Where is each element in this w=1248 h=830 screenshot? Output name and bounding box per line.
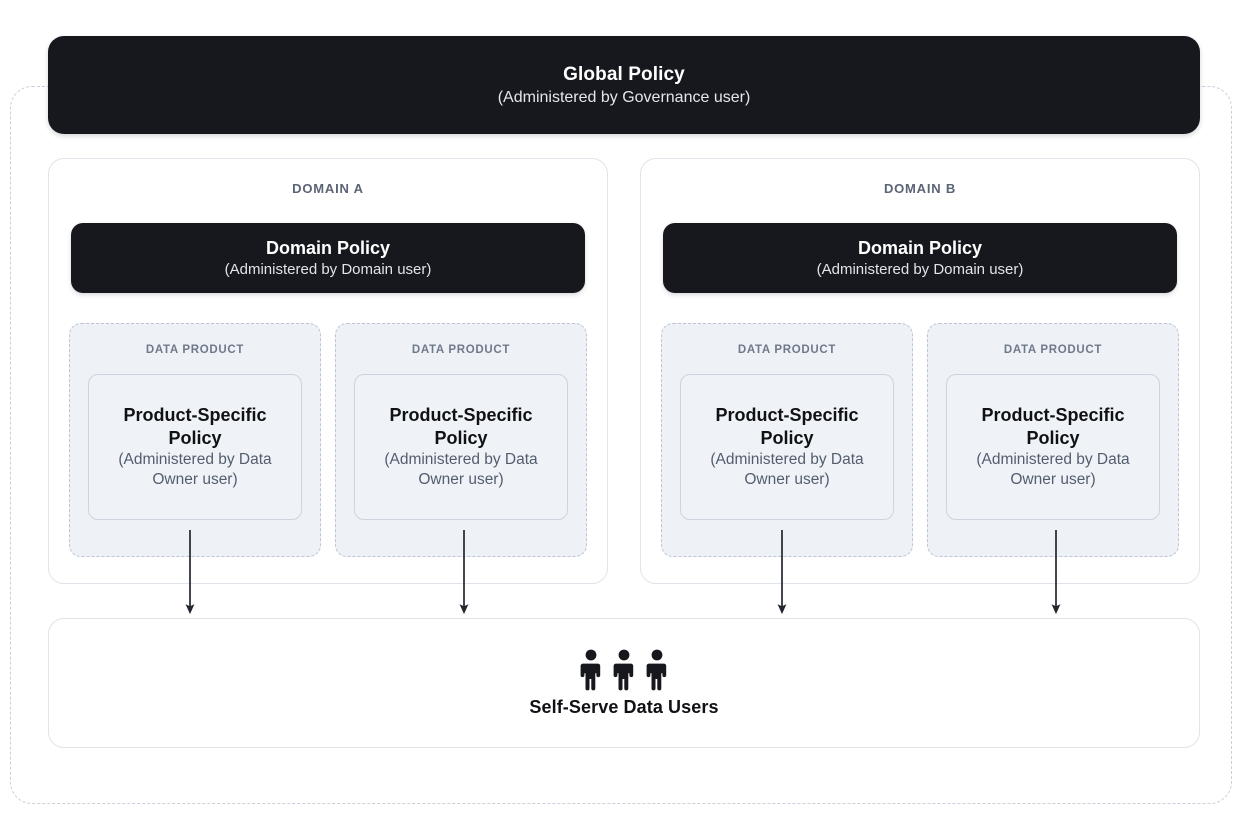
data-product-card: DATA PRODUCT Product-Specific Policy (Ad… (69, 323, 321, 557)
product-policy-title: Product-Specific Policy (715, 405, 859, 448)
product-specific-policy-card: Product-Specific Policy (Administered by… (680, 374, 894, 520)
global-policy-panel: Global Policy (Administered by Governanc… (48, 36, 1200, 134)
people-icon-group (579, 649, 669, 691)
domain-a-policy-subtitle: (Administered by Domain user) (224, 260, 432, 278)
domain-a-policy-panel: Domain Policy (Administered by Domain us… (71, 223, 585, 293)
product-specific-policy-card: Product-Specific Policy (Administered by… (354, 374, 568, 520)
domain-b-policy-title: Domain Policy (857, 237, 983, 258)
self-serve-data-users-panel: Self-Serve Data Users (48, 618, 1200, 748)
domain-container-b: DOMAIN B Domain Policy (Administered by … (640, 158, 1200, 584)
data-product-card: DATA PRODUCT Product-Specific Policy (Ad… (335, 323, 587, 557)
product-specific-policy-card: Product-Specific Policy (Administered by… (946, 374, 1160, 520)
person-icon (613, 649, 634, 690)
domain-a-policy-title: Domain Policy (265, 237, 391, 258)
domain-b-label: DOMAIN B (883, 181, 957, 196)
data-product-label: DATA PRODUCT (411, 344, 511, 356)
data-product-label: DATA PRODUCT (737, 344, 837, 356)
data-product-card: DATA PRODUCT Product-Specific Policy (Ad… (927, 323, 1179, 557)
product-specific-policy-card: Product-Specific Policy (Administered by… (88, 374, 302, 520)
product-policy-title: Product-Specific Policy (123, 405, 267, 448)
self-serve-data-users-label: Self-Serve Data Users (529, 696, 719, 717)
data-product-label: DATA PRODUCT (145, 344, 245, 356)
product-policy-subtitle: (Administered by Data Owner user) (384, 451, 538, 488)
global-policy-title: Global Policy (563, 63, 685, 85)
product-policy-subtitle: (Administered by Data Owner user) (118, 451, 272, 488)
person-icon (580, 649, 601, 690)
product-policy-title: Product-Specific Policy (981, 405, 1125, 448)
domain-b-policy-panel: Domain Policy (Administered by Domain us… (663, 223, 1177, 293)
domain-a-data-product-row: DATA PRODUCT Product-Specific Policy (Ad… (69, 323, 587, 557)
domain-b-policy-subtitle: (Administered by Domain user) (816, 260, 1024, 278)
product-policy-subtitle: (Administered by Data Owner user) (710, 451, 864, 488)
person-icon (646, 649, 667, 690)
product-policy-subtitle: (Administered by Data Owner user) (976, 451, 1130, 488)
data-product-label: DATA PRODUCT (1003, 344, 1103, 356)
data-product-card: DATA PRODUCT Product-Specific Policy (Ad… (661, 323, 913, 557)
product-policy-title: Product-Specific Policy (389, 405, 533, 448)
domain-a-label: DOMAIN A (292, 181, 364, 196)
domain-b-data-product-row: DATA PRODUCT Product-Specific Policy (Ad… (661, 323, 1179, 557)
global-policy-subtitle: (Administered by Governance user) (497, 88, 751, 106)
domain-container-a: DOMAIN A Domain Policy (Administered by … (48, 158, 608, 584)
